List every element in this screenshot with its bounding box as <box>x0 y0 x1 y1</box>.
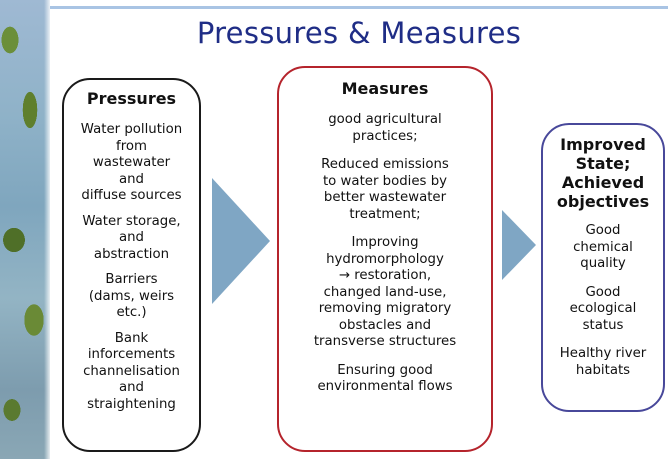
measure-item: good agricultural practices; <box>328 112 442 144</box>
improved-state-box: Improved State; Achieved objectives Good… <box>541 123 665 412</box>
flow-arrow-right-icon <box>212 178 270 304</box>
pressure-item: Water pollution from wastewater and diff… <box>80 122 183 203</box>
slide-title: Pressures & Measures <box>196 16 522 50</box>
measure-item: Reduced emissions to water bodies by bet… <box>321 157 449 222</box>
improved-state-heading: Improved State; Achieved objectives <box>556 135 650 211</box>
objective-item: Healthy river habitats <box>559 346 647 378</box>
objective-item: Good ecological status <box>569 284 637 333</box>
pressures-heading: Pressures <box>86 89 177 108</box>
measures-heading: Measures <box>341 79 429 98</box>
pressure-item: Barriers (dams, weirs etc.) <box>88 272 175 320</box>
flow-arrow-right-icon <box>502 210 536 280</box>
measure-item: Ensuring good environmental flows <box>317 362 453 395</box>
pressure-item: Bank inforcements channelisation and str… <box>83 330 180 412</box>
river-photo-strip <box>0 0 50 459</box>
top-rule <box>50 6 668 9</box>
measures-box: Measures good agricultural practices; Re… <box>277 66 493 452</box>
objective-item: Good chemical quality <box>573 223 633 271</box>
measure-item: Improving hydromorphology → restoration,… <box>313 235 457 349</box>
pressures-box: Pressures Water pollution from wastewate… <box>62 78 201 452</box>
pressure-item: Water storage, and abstraction <box>82 213 181 262</box>
